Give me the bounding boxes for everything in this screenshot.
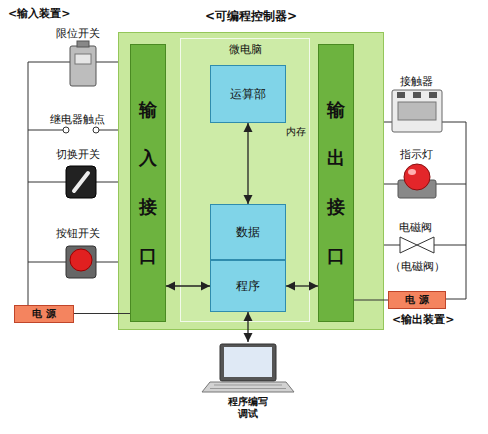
switch-body	[70, 46, 96, 86]
laptop-base	[202, 382, 294, 392]
laptop-keys	[210, 385, 286, 389]
contact-point	[93, 127, 99, 133]
box-label: 电 源	[405, 293, 428, 307]
wire	[28, 62, 118, 305]
part-label: 内存	[286, 125, 306, 139]
laptop-lid	[220, 344, 276, 381]
wire	[384, 122, 466, 299]
part-label: 接触器	[400, 74, 433, 89]
terminal	[413, 92, 421, 98]
button-base	[66, 246, 96, 278]
terminal	[397, 92, 405, 98]
laptop-terminal: 程序编写 调试	[196, 342, 300, 428]
indicator-lamp-icon	[398, 164, 436, 198]
part-label: （电磁阀）	[390, 259, 445, 274]
part-label: 限位开关	[56, 26, 100, 41]
contactor-icon	[392, 90, 442, 132]
box-label: 运算部	[230, 86, 266, 103]
box-label: 微电脑	[181, 42, 309, 57]
output-wiring	[384, 122, 466, 299]
switch-lever	[77, 41, 89, 47]
group-heading: <输出装置>	[392, 312, 454, 327]
valve-shape	[400, 237, 434, 253]
interface-band: 输出接口	[318, 44, 354, 322]
laptop-caption: 程序编写 调试	[226, 396, 270, 420]
selector-body	[66, 166, 96, 198]
interface-band: 输入接口	[130, 44, 166, 322]
push-button-icon	[66, 246, 96, 278]
data-arrow	[166, 285, 210, 286]
part-label: 切换开关	[56, 147, 100, 162]
microcomputer-box: 微电脑运算部数据程序	[180, 38, 310, 322]
memory-block: 运算部	[210, 65, 286, 123]
power-supply-box: 电 源	[388, 291, 446, 309]
memory-block: 程序	[210, 260, 286, 312]
data-arrow	[247, 123, 248, 204]
solenoid-valve-symbol	[400, 237, 434, 253]
box-label: 电 源	[32, 307, 55, 321]
part-label: 继电器触点	[50, 112, 105, 127]
contactor-face	[398, 102, 436, 120]
data-arrow	[247, 312, 248, 342]
power-wire	[74, 313, 130, 314]
input-wiring	[28, 62, 118, 305]
switch-detail	[75, 54, 91, 64]
part-label: 指示灯	[400, 147, 433, 162]
lamp-dome	[404, 164, 430, 190]
limit-switch-icon	[70, 41, 96, 86]
laptop-icon	[196, 342, 300, 394]
power-wire	[354, 300, 388, 301]
contactor-body	[392, 90, 442, 132]
relay-contact-icon	[63, 127, 99, 133]
memory-block: 数据	[210, 204, 286, 260]
selector-switch-icon	[66, 166, 96, 198]
laptop-screen	[224, 347, 272, 377]
interface-label: 输出接口	[327, 86, 345, 280]
plc-housing: <可编程控制器>微电脑运算部数据程序输入接口输出接口	[118, 32, 384, 330]
contact-point	[63, 127, 69, 133]
power-supply-box: 电 源	[14, 305, 74, 323]
box-label: 程序	[236, 278, 260, 295]
box-label: 数据	[236, 224, 260, 241]
lamp-highlight	[408, 169, 416, 175]
selector-knob	[74, 173, 88, 191]
part-label: 电磁阀	[399, 220, 432, 235]
data-arrow	[286, 285, 318, 286]
button-cap	[70, 249, 92, 271]
plc-title: <可编程控制器>	[119, 8, 383, 25]
group-heading: <输入装置>	[8, 6, 70, 21]
terminal	[429, 92, 437, 98]
interface-label: 输入接口	[139, 86, 157, 280]
part-label: 按钮开关	[56, 226, 100, 241]
